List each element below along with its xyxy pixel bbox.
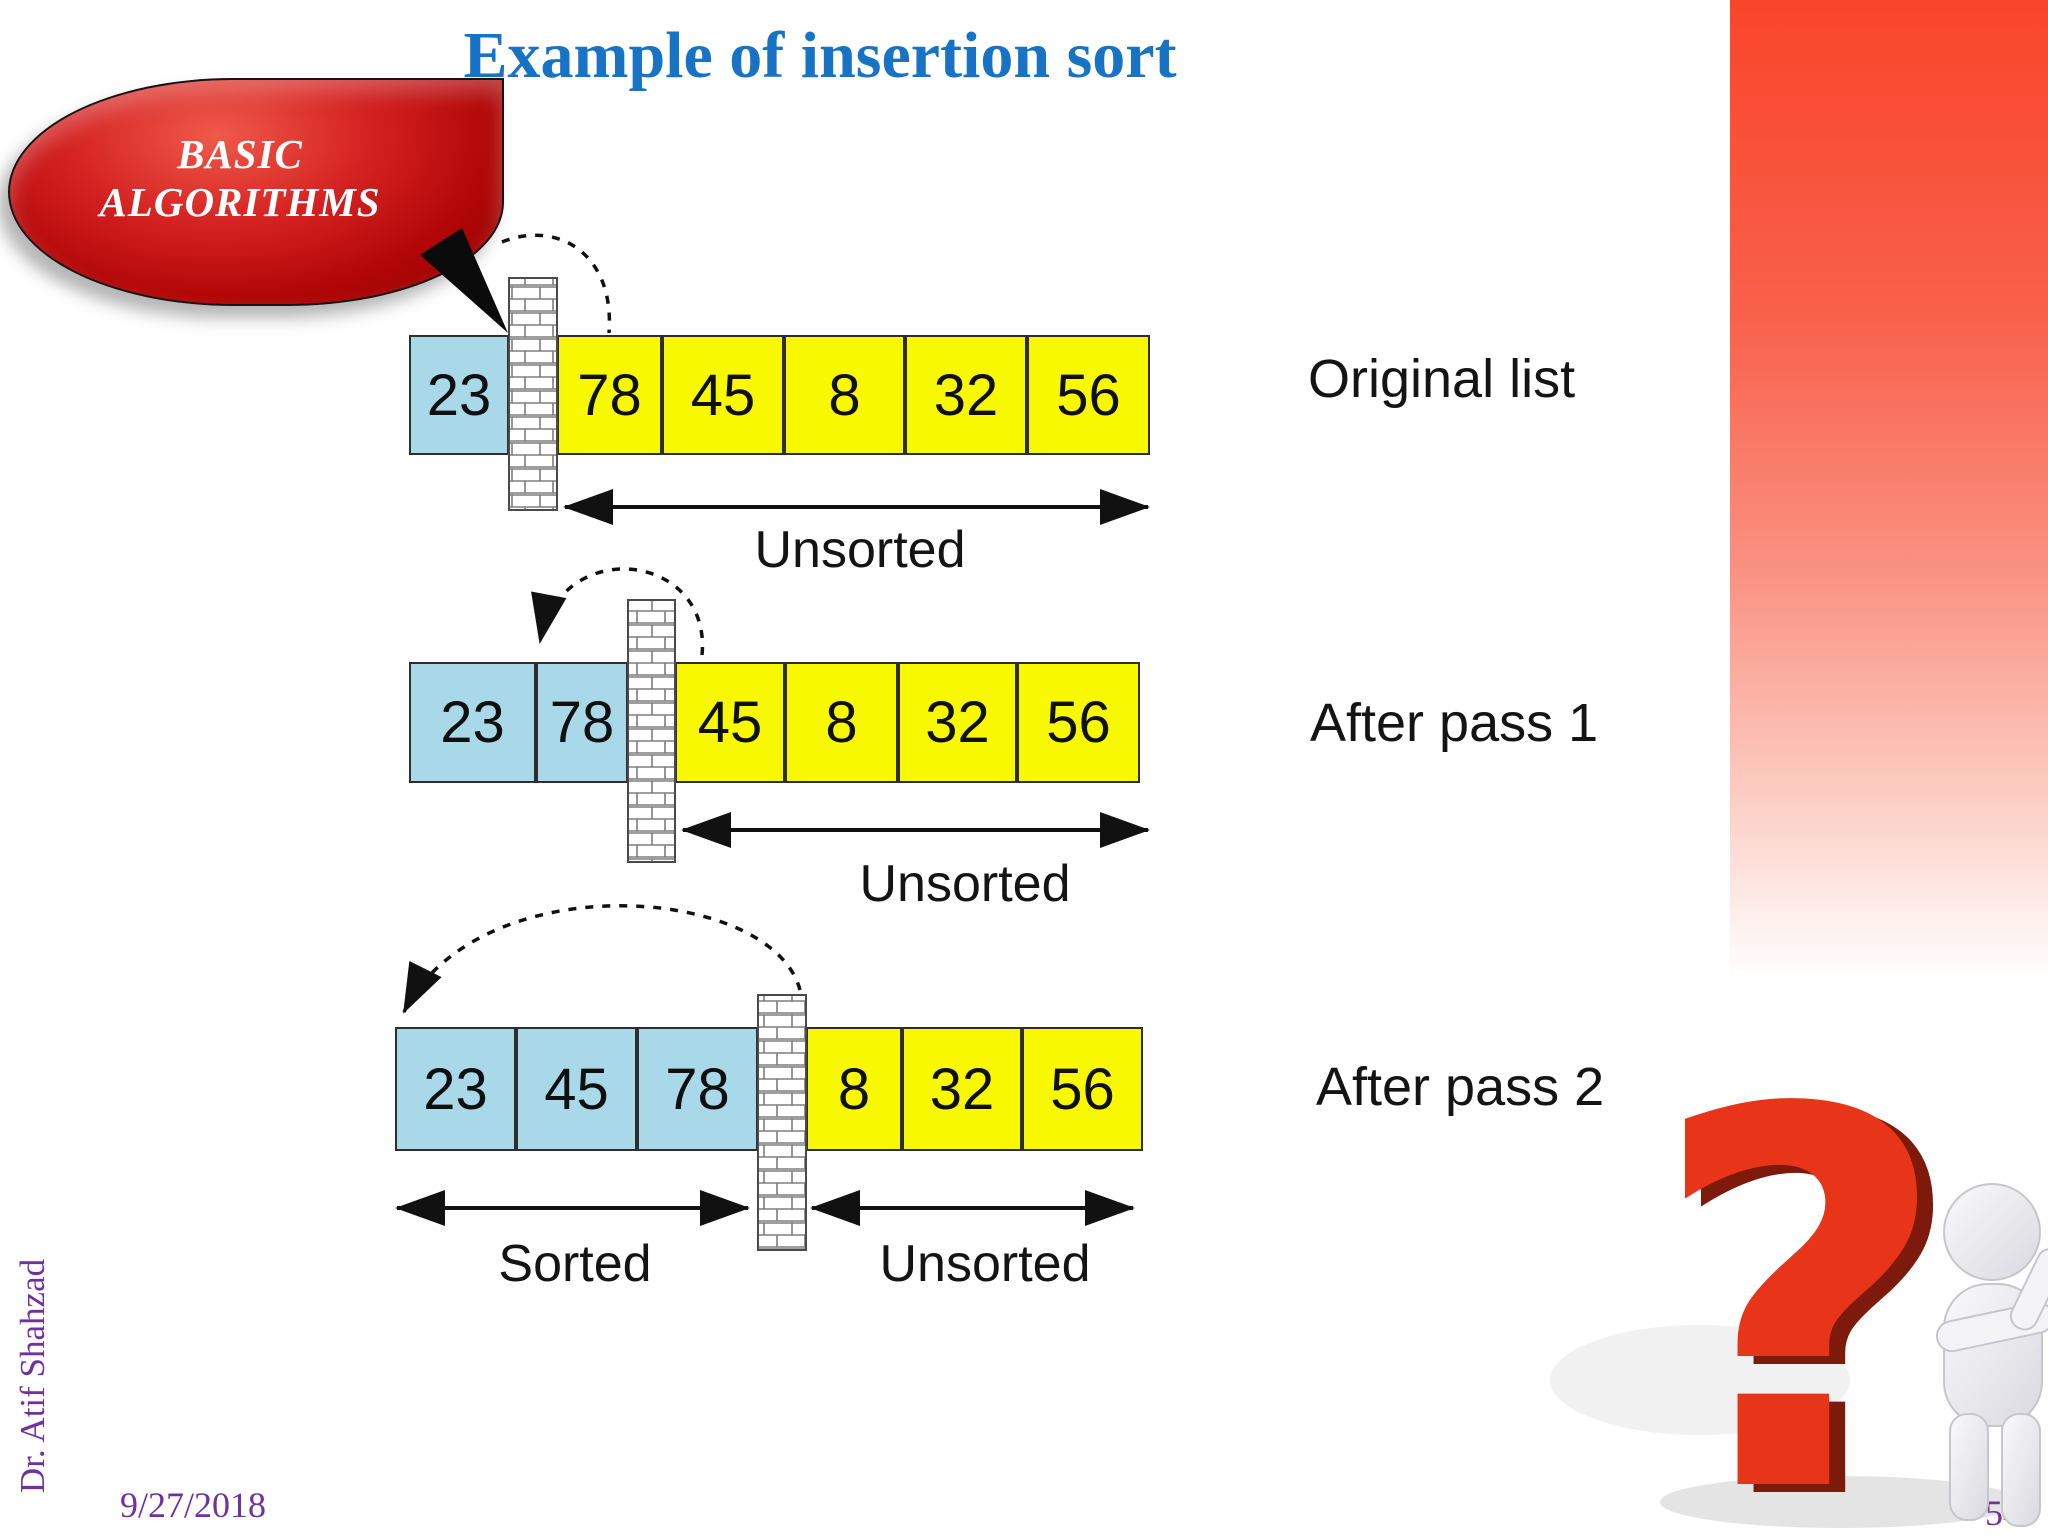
row2-unsorted-label: Unsorted bbox=[859, 855, 1071, 913]
array-cell: 45 bbox=[675, 662, 785, 783]
callout-text: BASIC ALGORITHMS bbox=[30, 130, 450, 227]
wall-gap bbox=[628, 662, 675, 783]
author-name: Dr. Atif Shahzad bbox=[13, 1258, 52, 1494]
array-row-pass2: 23 45 78 8 32 56 bbox=[395, 1027, 1143, 1151]
array-cell: 56 bbox=[1027, 335, 1150, 455]
array-cell: 32 bbox=[902, 1027, 1022, 1151]
array-cell: 32 bbox=[905, 335, 1027, 455]
array-cell: 56 bbox=[1017, 662, 1140, 783]
callout-line1: BASIC bbox=[177, 131, 303, 177]
row3-unsorted-label: Unsorted bbox=[879, 1235, 1091, 1293]
row1-unsorted-label: Unsorted bbox=[754, 521, 966, 579]
array-cell: 8 bbox=[785, 662, 898, 783]
array-cell: 23 bbox=[409, 335, 509, 455]
svg-text:?: ? bbox=[1649, 1001, 1951, 1536]
callout-bubble: BASIC ALGORITHMS bbox=[8, 78, 504, 306]
move-arc-row1 bbox=[501, 233, 612, 334]
row3-sorted-label: Sorted bbox=[498, 1235, 652, 1293]
array-cell: 45 bbox=[662, 335, 784, 455]
callout-line2: ALGORITHMS bbox=[99, 179, 381, 226]
array-cell: 32 bbox=[898, 662, 1017, 783]
array-cell: 23 bbox=[395, 1027, 516, 1151]
row2-caption: After pass 1 bbox=[1310, 693, 1599, 753]
array-cell: 78 bbox=[637, 1027, 758, 1151]
array-cell: 8 bbox=[784, 335, 905, 455]
array-cell: 78 bbox=[557, 335, 662, 455]
array-cell: 23 bbox=[409, 662, 536, 783]
move-arc-row2 bbox=[531, 567, 705, 656]
thinking-person-graphic bbox=[1935, 1183, 2048, 1527]
slide-date: 9/27/2018 bbox=[120, 1485, 267, 1525]
array-cell: 78 bbox=[536, 662, 628, 783]
svg-text:?: ? bbox=[1665, 1009, 1967, 1536]
array-cell: 56 bbox=[1022, 1027, 1143, 1151]
array-cell: 8 bbox=[806, 1027, 902, 1151]
red-gradient-sidebar bbox=[1730, 0, 2048, 1030]
row1-caption: Original list bbox=[1308, 349, 1576, 409]
move-arc-row3 bbox=[402, 904, 802, 1014]
wall-gap bbox=[509, 335, 557, 455]
array-row-pass1: 23 78 45 8 32 56 bbox=[409, 662, 1140, 783]
slide-title: Example of insertion sort bbox=[463, 19, 1177, 92]
array-cell: 45 bbox=[516, 1027, 637, 1151]
wall-gap bbox=[758, 1027, 806, 1151]
array-row-original: 23 78 45 8 32 56 bbox=[409, 335, 1150, 455]
question-mark-graphic: ? ? bbox=[1550, 1001, 2020, 1536]
slide-number: 54 bbox=[1985, 1493, 2021, 1533]
row3-caption: After pass 2 bbox=[1316, 1057, 1605, 1117]
